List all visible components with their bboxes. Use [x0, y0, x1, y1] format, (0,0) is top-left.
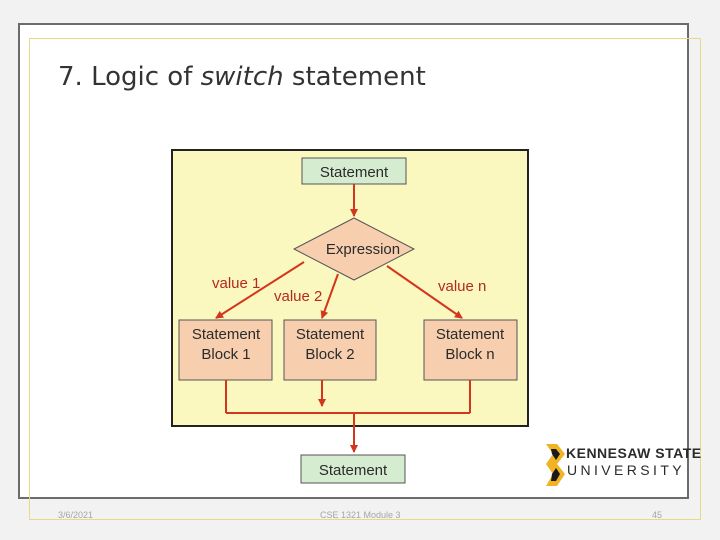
title-prefix: 7. Logic of — [58, 62, 201, 92]
top-statement-label: Statement — [320, 164, 389, 181]
title-italic-keyword: switch — [200, 62, 284, 92]
expression-label: Expression — [326, 241, 400, 258]
bottom-statement-label: Statement — [319, 462, 388, 479]
title-suffix: statement — [283, 62, 426, 92]
bottom-statement-node: Statement — [300, 454, 406, 484]
arrow-value-n — [386, 265, 463, 319]
top-statement-node: Statement — [301, 157, 407, 185]
arrow-value-2 — [320, 273, 339, 319]
edge-label-value-n: value n — [438, 278, 486, 295]
expression-decision-node: Expression — [292, 217, 416, 281]
block-1-line-2: Block 1 — [201, 346, 250, 363]
ksu-emblem-icon — [546, 444, 565, 486]
slide-title: 7. Logic of switch statement — [58, 62, 426, 92]
footer-page-number: 45 — [652, 510, 663, 520]
footer-date: 3/6/2021 — [58, 510, 94, 520]
ksu-subtitle: UNIVERSITY — [567, 462, 686, 478]
block-2-line-2: Block 2 — [305, 346, 354, 363]
statement-block-n: Statement Block n — [423, 319, 518, 381]
ksu-name: KENNESAW STATE — [566, 445, 702, 461]
statement-block-1: Statement Block 1 — [178, 319, 273, 381]
footer-course: CSE 1321 Module 3 — [320, 510, 401, 520]
statement-block-2: Statement Block 2 — [283, 319, 377, 381]
merge-connectors — [225, 380, 471, 414]
block-n-line-2: Block n — [445, 346, 494, 363]
block-n-line-1: Statement — [436, 326, 505, 343]
slide-accent-frame — [29, 38, 701, 520]
edge-label-value-1: value 1 — [212, 275, 260, 292]
edge-label-value-2: value 2 — [274, 288, 322, 305]
arrow-value-1 — [215, 261, 305, 319]
block-2-line-1: Statement — [296, 326, 365, 343]
block-1-line-1: Statement — [192, 326, 261, 343]
